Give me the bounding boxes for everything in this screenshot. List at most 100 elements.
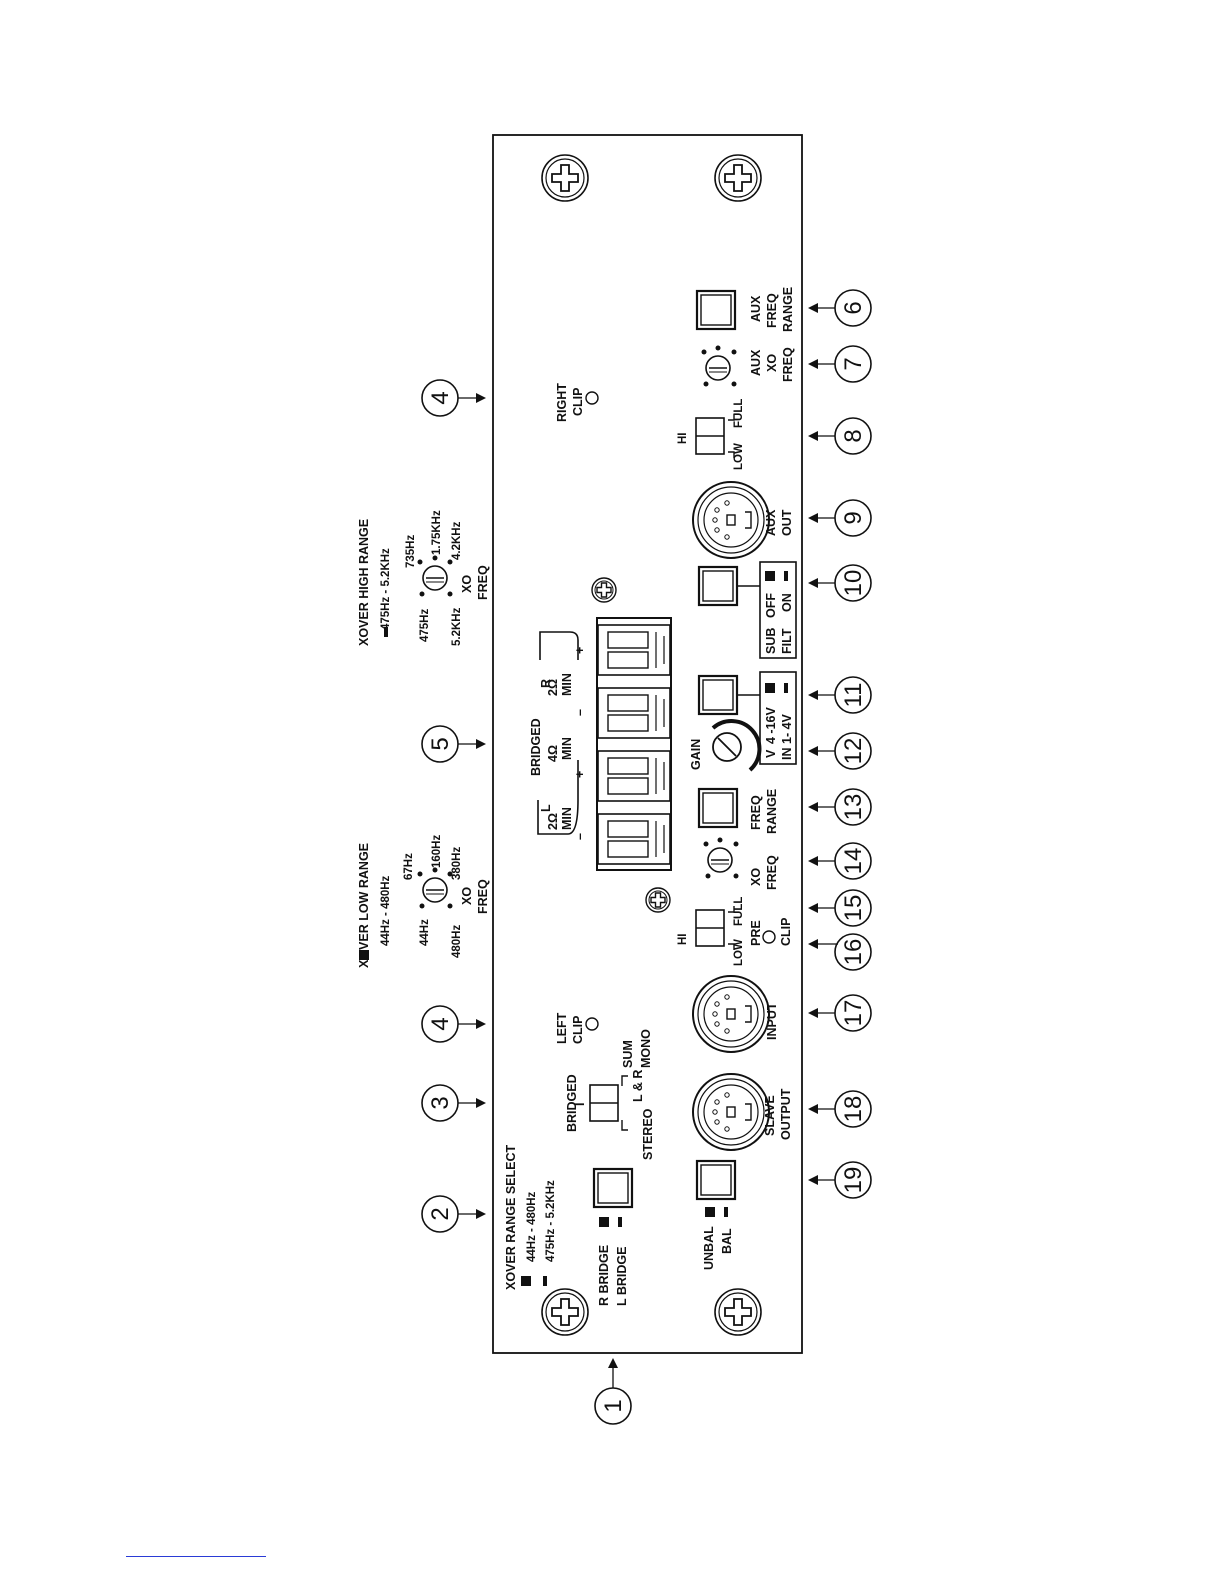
freq-5-2khz: 5.2KHz — [451, 607, 463, 646]
aux-freq-range-line1: AUX — [749, 295, 763, 322]
sub-label: SUB — [764, 628, 778, 654]
unbal-bal-button[interactable] — [695, 1159, 737, 1201]
gain-knob[interactable] — [711, 719, 762, 772]
screw-bottom-left — [541, 1288, 589, 1336]
xo-freq-knob[interactable] — [703, 837, 739, 879]
full-label: FULL — [733, 897, 745, 926]
terminal-r-label: R — [539, 679, 553, 688]
freq-1-75khz: 1.75KHz — [431, 510, 443, 555]
label-mode-switch: BRIDGED I L & R SUM MONO STEREO — [565, 1029, 655, 1160]
xover-high-range-knob[interactable] — [417, 555, 453, 597]
xover-range-select-title: XOVER RANGE SELECT — [504, 1144, 518, 1290]
label-speaker-terminals: L R BRIDGED 4Ω MIN 2Ω MIN 2Ω MIN – + – + — [529, 647, 587, 840]
input-label: INPUT — [765, 1002, 779, 1040]
on-label: ON — [780, 593, 794, 612]
callout-8: 8 — [808, 417, 872, 455]
aux-out-connector[interactable] — [692, 481, 770, 559]
slave-output-connector[interactable] — [692, 1073, 770, 1151]
sub-filter-button[interactable] — [697, 565, 739, 607]
svg-text:13: 13 — [840, 794, 867, 821]
right-clip-led — [585, 391, 599, 405]
aux-freq-range-line3: RANGE — [781, 287, 795, 332]
svg-text:5: 5 — [427, 737, 454, 750]
callout-1: 1 — [594, 1358, 632, 1425]
left-plus: + — [573, 771, 587, 778]
svg-text:6: 6 — [840, 301, 867, 314]
callout-13: 13 — [808, 788, 872, 826]
xo-freq-label: FREQ — [765, 855, 779, 890]
svg-text:9: 9 — [840, 511, 867, 524]
label-sub-filt-box: SUB FILT OFF ON — [764, 593, 794, 654]
mono-label: MONO — [639, 1029, 653, 1068]
aux-hi-low-full-switch[interactable] — [695, 414, 735, 458]
aux-xo-freq-knob[interactable] — [701, 345, 737, 387]
left-minus: – — [573, 833, 587, 840]
freq-range-button[interactable] — [697, 787, 739, 829]
svg-text:I: I — [573, 1103, 587, 1106]
right-2ohm: 2Ω — [546, 679, 560, 696]
screw-top-left — [541, 154, 589, 202]
aux-xo-line1: AUX — [749, 349, 763, 376]
xover-low-range-title: XOVER LOW RANGE — [357, 843, 371, 968]
svg-text:1: 1 — [600, 1399, 627, 1412]
callout-16: 16 — [808, 933, 872, 971]
label-xover-range-select: XOVER RANGE SELECT 44Hz - 480Hz 475Hz - … — [504, 1144, 629, 1306]
xover-low-range-knob[interactable] — [417, 867, 453, 909]
freq-44hz: 44Hz — [419, 919, 431, 946]
left-clip-line1: LEFT — [555, 1012, 569, 1044]
xover-high-range-title: XOVER HIGH RANGE — [357, 519, 371, 646]
vin-v: V — [764, 749, 778, 758]
bal-label: BAL — [720, 1228, 734, 1254]
svg-text:19: 19 — [840, 1167, 867, 1194]
vin-in: IN — [780, 748, 794, 761]
xover-range-select-button[interactable] — [592, 1167, 634, 1209]
right-clip-line2: CLIP — [571, 388, 585, 416]
aux-freq-range-line2: FREQ — [765, 293, 779, 328]
svg-text:4: 4 — [427, 391, 454, 404]
mode-switch[interactable] — [589, 1075, 628, 1131]
aux-freq-range-button[interactable] — [695, 289, 737, 331]
input-voltage-button[interactable] — [697, 674, 739, 716]
callout-12: 12 — [808, 732, 872, 770]
svg-text:3: 3 — [427, 1096, 454, 1109]
svg-text:2: 2 — [427, 1207, 454, 1220]
aux-hi-label: HI — [677, 433, 689, 445]
label-vin-box: V IN 4 -16V 1- 4V — [764, 707, 794, 760]
vin-box — [759, 671, 797, 765]
sub-filt-box — [759, 561, 797, 659]
svg-text:10: 10 — [840, 570, 867, 597]
callout-17: 17 — [808, 994, 872, 1032]
filt-label: FILT — [780, 628, 794, 654]
right-plus: + — [573, 647, 587, 654]
aux-xo-line3: FREQ — [781, 347, 795, 382]
callout-2: 2 — [421, 1195, 486, 1233]
terminal-screw-top — [591, 577, 617, 603]
screw-top-right — [714, 154, 762, 202]
left-min: MIN — [560, 807, 574, 830]
low-xo-label: XO — [460, 887, 474, 905]
freq-160hz: 160Hz — [431, 835, 443, 868]
high-freq-label: FREQ — [476, 565, 490, 600]
svg-text:14: 14 — [840, 848, 867, 875]
freq-480hz: 480Hz — [451, 925, 463, 958]
callout-18: 18 — [808, 1090, 872, 1128]
input-connector[interactable] — [692, 975, 770, 1053]
pre-label: PRE — [749, 920, 763, 946]
callout-6: 6 — [808, 289, 872, 327]
r-bridge-label: R BRIDGE — [597, 1245, 611, 1306]
low-freq-label: FREQ — [476, 879, 490, 914]
vin-1-4v: 1- 4V — [780, 713, 794, 744]
screw-bottom-right — [714, 1288, 762, 1336]
sum-label: SUM — [621, 1040, 635, 1068]
svg-text:8: 8 — [840, 429, 867, 442]
unbal-label: UNBAL — [702, 1226, 716, 1270]
svg-text:12: 12 — [840, 738, 867, 765]
bridged-4ohm: 4Ω — [546, 745, 560, 762]
hi-low-full-switch[interactable] — [695, 906, 735, 950]
svg-text:15: 15 — [840, 895, 867, 922]
svg-text:17: 17 — [840, 1000, 867, 1027]
svg-text:18: 18 — [840, 1096, 867, 1123]
slave-label: SLAVE — [763, 1095, 777, 1136]
xo-label: XO — [749, 868, 763, 886]
